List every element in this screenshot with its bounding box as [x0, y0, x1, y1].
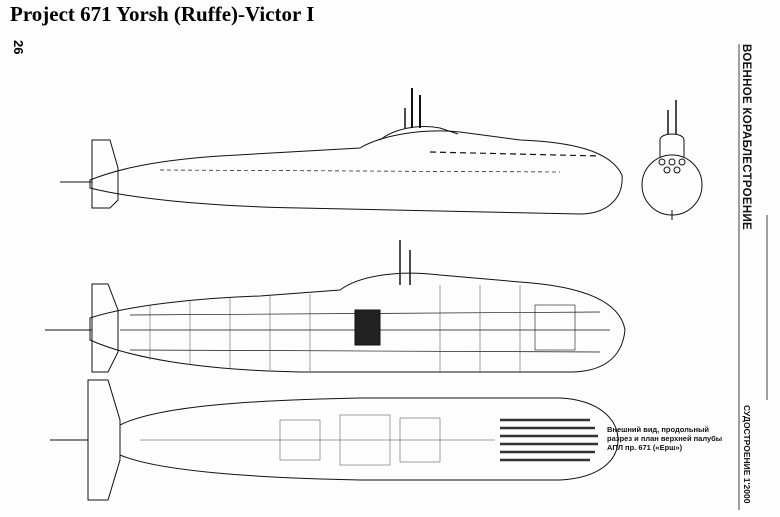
page-title: Project 671 Yorsh (Ruffe)-Victor I — [10, 2, 315, 26]
cutaway-view-drawing — [45, 240, 626, 373]
front-view-drawing — [641, 100, 703, 220]
caption-line: разрез и план верхней палубы — [607, 434, 723, 443]
deck-plan-drawing — [50, 379, 619, 501]
drawing-caption: Внешний вид, продольный разрез и план ве… — [607, 425, 722, 452]
caption-line: Внешний вид, продольный — [607, 425, 710, 434]
caption-line: АПЛ пр. 671 («Ерш») — [607, 443, 683, 452]
side-view-drawing — [60, 88, 623, 215]
